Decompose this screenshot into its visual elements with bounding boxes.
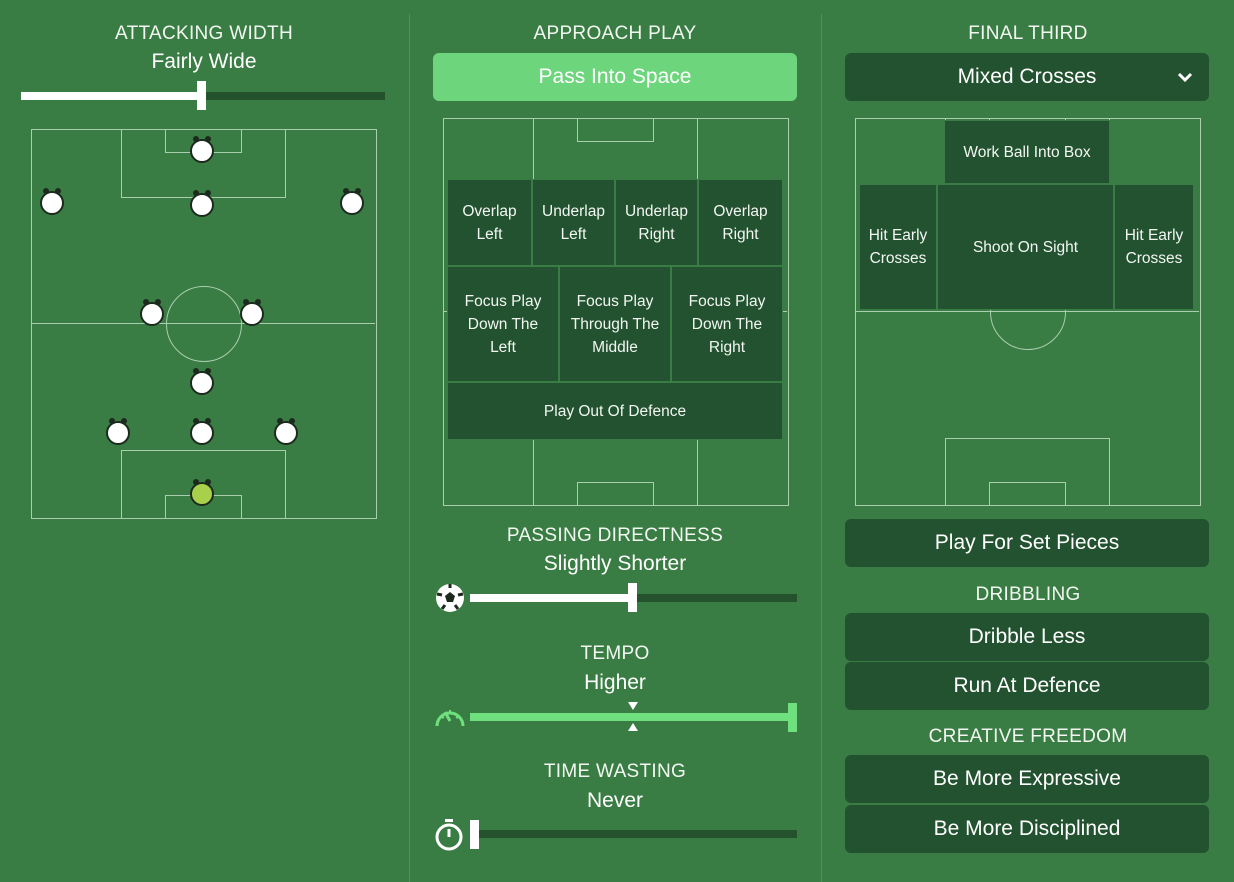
player-attacking-mid[interactable] bbox=[190, 190, 214, 217]
zone-underlap-left[interactable]: Underlap Left bbox=[532, 179, 615, 266]
zone-overlap-right[interactable]: Overlap Right bbox=[698, 179, 783, 266]
slider-fill bbox=[21, 92, 201, 100]
zone-shoot-on-sight[interactable]: Shoot On Sight bbox=[937, 184, 1114, 310]
player-striker[interactable] bbox=[190, 136, 214, 163]
slider-track[interactable] bbox=[470, 830, 797, 838]
zone-focus-left[interactable]: Focus Play Down The Left bbox=[447, 266, 559, 382]
zone-label: Overlap Left bbox=[462, 202, 517, 243]
zone-focus-middle[interactable]: Focus Play Through The Middle bbox=[559, 266, 671, 382]
slider-handle[interactable] bbox=[628, 583, 637, 612]
player-right-cb[interactable] bbox=[274, 418, 298, 445]
player-left-cb[interactable] bbox=[106, 418, 130, 445]
formation-pitch bbox=[31, 129, 377, 519]
time-wasting-title: TIME WASTING bbox=[543, 761, 687, 782]
zone-focus-right[interactable]: Focus Play Down The Right bbox=[671, 266, 783, 382]
stopwatch-icon bbox=[435, 819, 463, 851]
final-third-dropdown-value: Mixed Crosses bbox=[957, 65, 1097, 88]
dribbling-title: DRIBBLING bbox=[975, 584, 1081, 605]
bottom-six-yard-box bbox=[989, 482, 1066, 506]
football-icon bbox=[436, 584, 464, 612]
slider-track[interactable] bbox=[470, 713, 797, 721]
passing-directness-value: Slightly Shorter bbox=[543, 552, 687, 575]
run-at-defence-button[interactable]: Run At Defence bbox=[845, 662, 1209, 710]
divider-left bbox=[409, 14, 410, 882]
zone-label: Focus Play Through The Middle bbox=[570, 292, 660, 356]
be-more-disciplined-button[interactable]: Be More Disciplined bbox=[845, 805, 1209, 853]
centre-circle bbox=[166, 286, 242, 362]
pass-into-space-button[interactable]: Pass Into Space bbox=[433, 53, 797, 101]
approach-play-title: APPROACH PLAY bbox=[533, 23, 697, 44]
zone-label: Underlap Left bbox=[542, 202, 605, 243]
zone-overlap-left[interactable]: Overlap Left bbox=[447, 179, 532, 266]
slider-fill bbox=[470, 594, 632, 602]
attacking-width-value: Fairly Wide bbox=[151, 50, 257, 73]
final-third-dropdown[interactable]: Mixed Crosses bbox=[845, 53, 1209, 101]
be-more-expressive-button[interactable]: Be More Expressive bbox=[845, 755, 1209, 803]
zone-label: Focus Play Down The Left bbox=[464, 292, 542, 356]
final-third-title: FINAL THIRD bbox=[968, 23, 1088, 44]
zone-hit-early-crosses-right[interactable]: Hit Early Crosses bbox=[1114, 184, 1194, 310]
zone-label: Overlap Right bbox=[713, 202, 768, 243]
slider-handle[interactable] bbox=[788, 703, 797, 732]
player-right-cm[interactable] bbox=[240, 299, 264, 326]
zone-label: Shoot On Sight bbox=[972, 238, 1079, 256]
tempo-title: TEMPO bbox=[580, 643, 650, 664]
player-dm[interactable] bbox=[190, 368, 214, 395]
slider-handle[interactable] bbox=[470, 820, 479, 849]
divider-right bbox=[821, 14, 822, 882]
tempo-value: Higher bbox=[584, 671, 646, 694]
default-marker-top bbox=[628, 702, 638, 710]
zone-label: Focus Play Down The Right bbox=[688, 292, 766, 356]
zone-hit-early-crosses-left[interactable]: Hit Early Crosses bbox=[859, 184, 937, 310]
zone-label: Play Out Of Defence bbox=[543, 402, 687, 420]
attacking-width-title: ATTACKING WIDTH bbox=[115, 23, 293, 44]
slider-handle[interactable] bbox=[197, 81, 206, 110]
zone-label: Underlap Right bbox=[625, 202, 688, 243]
zone-work-ball-into-box[interactable]: Work Ball Into Box bbox=[944, 120, 1110, 184]
player-right-winger[interactable] bbox=[340, 188, 364, 215]
bottom-six-yard-box bbox=[577, 482, 654, 506]
final-third-pitch bbox=[855, 118, 1201, 506]
default-marker-bottom bbox=[628, 723, 638, 731]
top-six-yard-box bbox=[577, 118, 654, 142]
chevron-down-icon bbox=[1177, 72, 1193, 83]
speedometer-icon bbox=[435, 710, 465, 727]
zone-play-out-of-defence[interactable]: Play Out Of Defence bbox=[447, 382, 783, 440]
final-third-panel: FINAL THIRD Mixed Crosses Work Ball Into… bbox=[822, 0, 1234, 882]
player-left-winger[interactable] bbox=[40, 188, 64, 215]
zone-underlap-right[interactable]: Underlap Right bbox=[615, 179, 698, 266]
zone-label: Hit Early Crosses bbox=[868, 227, 928, 267]
attacking-width-panel: ATTACKING WIDTH Fairly Wide bbox=[0, 0, 408, 882]
dribble-less-button[interactable]: Dribble Less bbox=[845, 613, 1209, 661]
player-left-cm[interactable] bbox=[140, 299, 164, 326]
player-centre-cb[interactable] bbox=[190, 418, 214, 445]
creative-freedom-title: CREATIVE FREEDOM bbox=[928, 726, 1128, 747]
zone-label: Hit Early Crosses bbox=[1124, 227, 1184, 267]
play-for-set-pieces-button[interactable]: Play For Set Pieces bbox=[845, 519, 1209, 567]
passing-directness-title: PASSING DIRECTNESS bbox=[506, 525, 724, 546]
approach-play-panel: APPROACH PLAY Pass Into Space Overlap Le… bbox=[410, 0, 820, 882]
time-wasting-value: Never bbox=[586, 789, 644, 812]
player-goalkeeper[interactable] bbox=[190, 479, 214, 506]
zone-label: Work Ball Into Box bbox=[963, 143, 1091, 161]
